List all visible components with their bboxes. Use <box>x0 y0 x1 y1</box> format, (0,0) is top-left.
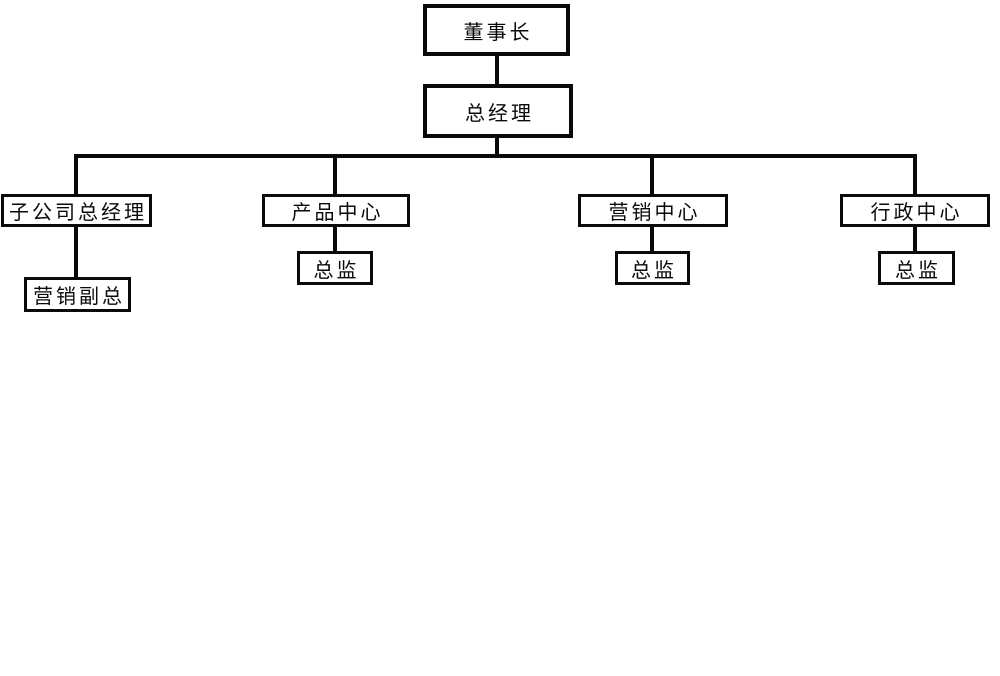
org-node-director-marketing: 总监 <box>615 251 690 285</box>
org-node-admin-center: 行政中心 <box>840 194 990 227</box>
connector-chairman-gm <box>495 56 499 84</box>
connector-product-director <box>333 227 337 251</box>
connector-gm-trunk <box>495 138 499 154</box>
org-node-director-admin: 总监 <box>878 251 955 285</box>
connector-drop-marketing <box>650 158 654 194</box>
connector-horizontal-bar <box>74 154 917 158</box>
org-node-director-product: 总监 <box>297 251 373 285</box>
connector-marketing-director <box>650 227 654 251</box>
connector-drop-subsidiary-gm <box>74 158 78 194</box>
connector-admin-director <box>913 227 917 251</box>
connector-subsidiary-vp <box>74 227 78 277</box>
connector-drop-product <box>333 158 337 194</box>
connector-drop-admin <box>913 158 917 194</box>
org-node-general-manager: 总经理 <box>423 84 573 138</box>
org-node-chairman: 董事长 <box>423 4 570 56</box>
org-node-subsidiary-gm: 子公司总经理 <box>1 194 152 227</box>
org-node-marketing-vp: 营销副总 <box>24 277 131 312</box>
org-node-marketing-center: 营销中心 <box>578 194 728 227</box>
org-node-product-center: 产品中心 <box>262 194 410 227</box>
